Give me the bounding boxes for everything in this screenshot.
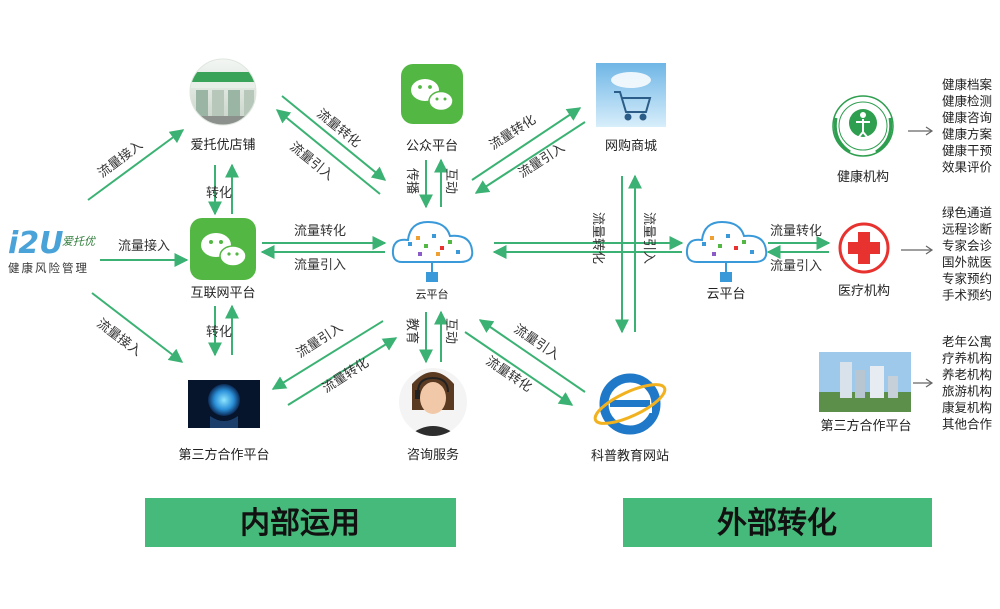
medical-list-item: 专家会诊	[942, 238, 993, 253]
mall-label: 网购商城	[605, 138, 657, 154]
science-label: 科普教育网站	[591, 448, 669, 464]
third-left-label: 第三方合作平台	[178, 447, 269, 463]
partners-list-item: 老年公寓	[942, 334, 992, 349]
label-net-conv: 流量转化	[294, 224, 346, 239]
cart-icon	[614, 91, 652, 121]
label-wx-interact: 互动	[443, 168, 458, 194]
label-convert-2: 转化	[206, 325, 232, 340]
third-right-label: 第三方合作平台	[820, 418, 911, 434]
medical-list-item: 专家预约	[942, 271, 992, 286]
brand-logo: i2U 爱托优 健康风险管理	[8, 226, 97, 275]
label-consult-edu: 教育	[404, 318, 420, 344]
label-flow-in-3: 流量接入	[94, 315, 145, 359]
edge-third-cloud	[287, 337, 398, 406]
brand-tagline: 健康风险管理	[8, 261, 89, 275]
internal-banner-text: 内部运用	[240, 506, 360, 541]
label-mall-conv: 流量转化	[487, 112, 539, 153]
label-shop-lead: 流量引入	[286, 139, 336, 183]
medical-org-label: 医疗机构	[838, 284, 890, 299]
health-list-item: 健康咨询	[942, 110, 992, 125]
partners-list-item: 康复机构	[942, 400, 992, 415]
medical-list-item: 绿色通道	[942, 205, 993, 220]
health-list-item: 效果评价	[942, 160, 993, 175]
medical-org-node: 医疗机构	[838, 222, 890, 299]
science-node: 科普教育网站	[591, 373, 669, 464]
edge-cloud-sci	[464, 331, 574, 406]
internet-label: 互联网平台	[190, 286, 255, 301]
edge-cloud-third	[271, 320, 384, 390]
label-mid-conv: 流量转化	[590, 212, 605, 264]
medical-list-item: 手术预约	[942, 288, 992, 303]
internet-node: 互联网平台	[190, 218, 256, 301]
label-third-lead: 流量引入	[294, 320, 346, 361]
globe-icon	[208, 384, 240, 416]
label-net-lead: 流量引入	[294, 258, 346, 273]
cloud-center-label: 云平台	[416, 287, 449, 301]
health-emblem-icon	[832, 95, 894, 157]
wechat-public-label: 公众平台	[406, 139, 458, 154]
partners-list-item: 旅游机构	[942, 384, 992, 399]
cloud-center-node: 云平台	[391, 220, 474, 301]
health-list-item: 健康干预	[942, 143, 992, 158]
edge-cloud-shop	[275, 109, 381, 195]
label-sci-lead: 流量引入	[511, 322, 563, 364]
brand-logo-sub: 爱托优	[62, 235, 97, 248]
health-list-item: 健康方案	[942, 127, 993, 142]
external-banner-text: 外部转化	[717, 506, 837, 541]
third-left-node: 第三方合作平台	[178, 380, 270, 463]
consult-node: 咨询服务	[399, 368, 467, 463]
mall-node: 网购商城	[596, 63, 666, 154]
cloud-right-node: 云平台	[685, 220, 768, 302]
edges	[87, 95, 831, 406]
third-right-node: 第三方合作平台	[819, 352, 912, 434]
brand-logo-text: i2U	[8, 226, 64, 261]
label-flow-in-1: 流量接入	[95, 137, 146, 181]
label-mid-lead: 流量引入	[641, 212, 656, 264]
edge-mall-cloud	[474, 121, 586, 194]
cloud-right-label: 云平台	[706, 287, 745, 302]
external-banner: 外部转化	[623, 498, 932, 547]
partners-list-item: 疗养机构	[942, 351, 992, 366]
label-right-lead: 流量引入	[770, 259, 822, 274]
edge-sci-cloud	[478, 319, 586, 393]
medical-connector-head	[925, 245, 934, 255]
wechat-public-node: 公众平台	[401, 64, 463, 154]
medical-list-item: 国外就医	[942, 255, 992, 270]
edge-logo-shop	[87, 129, 185, 201]
label-flow-in-2: 流量接入	[118, 238, 170, 254]
shop-label: 爱托优店铺	[190, 138, 255, 153]
edge-logo-third	[91, 292, 184, 363]
health-connector-head	[925, 126, 934, 136]
partners-list-item: 养老机构	[942, 367, 992, 382]
label-wx-spread: 传播	[404, 168, 419, 194]
medical-list-item: 远程诊断	[942, 222, 992, 237]
label-right-conv: 流量转化	[770, 224, 822, 239]
edge-shop-cloud	[281, 95, 387, 181]
health-list-item: 健康检测	[942, 94, 992, 109]
partners-list-item: 其他合作	[942, 417, 993, 432]
label-convert-1: 转化	[206, 186, 232, 201]
partners-connector-head	[925, 378, 934, 388]
internal-banner: 内部运用	[145, 498, 456, 547]
health-org-node: 健康机构	[832, 85, 908, 185]
edge-cloud-mall	[471, 107, 582, 181]
cloud-icon	[391, 220, 474, 263]
cloud-right-icon	[685, 220, 768, 263]
consult-label: 咨询服务	[407, 447, 459, 463]
label-consult-interact: 互动	[443, 318, 458, 344]
label-third-conv: 流量转化	[320, 355, 372, 396]
shop-node: 爱托优店铺	[189, 58, 257, 153]
health-list-item: 健康档案	[942, 77, 993, 92]
health-org-label: 健康机构	[837, 169, 889, 185]
